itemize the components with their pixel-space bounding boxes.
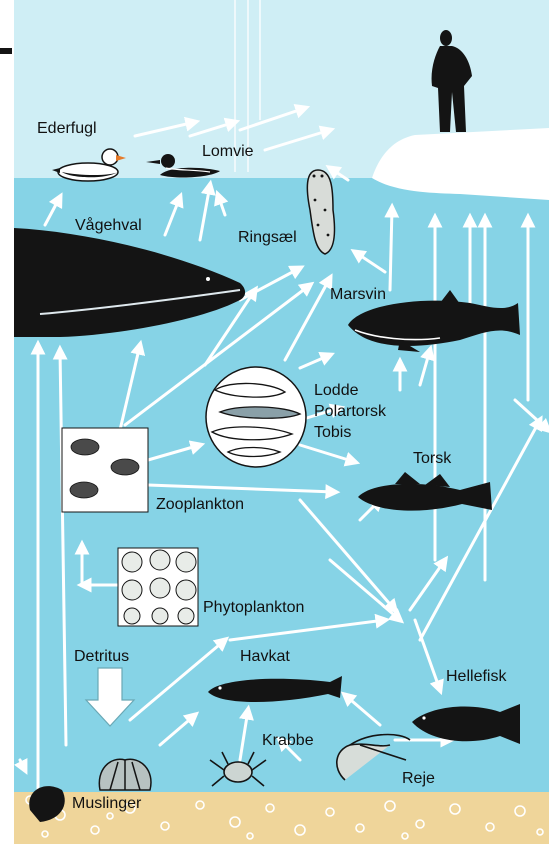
label-torsk: Torsk — [413, 450, 451, 468]
phytoplankton-box-icon — [118, 548, 198, 626]
label-hellefisk: Hellefisk — [446, 668, 506, 686]
label-forage-fish: Lodde Polartorsk Tobis — [314, 381, 386, 443]
forage-fish-circle-icon — [206, 367, 306, 467]
label-krabbe: Krabbe — [262, 732, 314, 750]
label-zooplankton: Zooplankton — [156, 496, 244, 514]
label-lomvie: Lomvie — [202, 143, 254, 161]
label-ederfugl: Ederfugl — [37, 120, 97, 138]
black-edge-mark — [0, 48, 12, 54]
label-reje: Reje — [402, 770, 435, 788]
label-havkat: Havkat — [240, 648, 290, 666]
label-muslinger: Muslinger — [72, 795, 141, 813]
label-phytoplankton: Phytoplankton — [203, 599, 304, 617]
label-vagehval: Vågehval — [75, 217, 142, 235]
label-ringsael: Ringsæl — [238, 229, 297, 247]
label-marsvin: Marsvin — [330, 286, 386, 304]
scallop-icon — [99, 759, 151, 790]
label-detritus: Detritus — [74, 648, 129, 666]
zooplankton-box-icon — [62, 428, 148, 512]
